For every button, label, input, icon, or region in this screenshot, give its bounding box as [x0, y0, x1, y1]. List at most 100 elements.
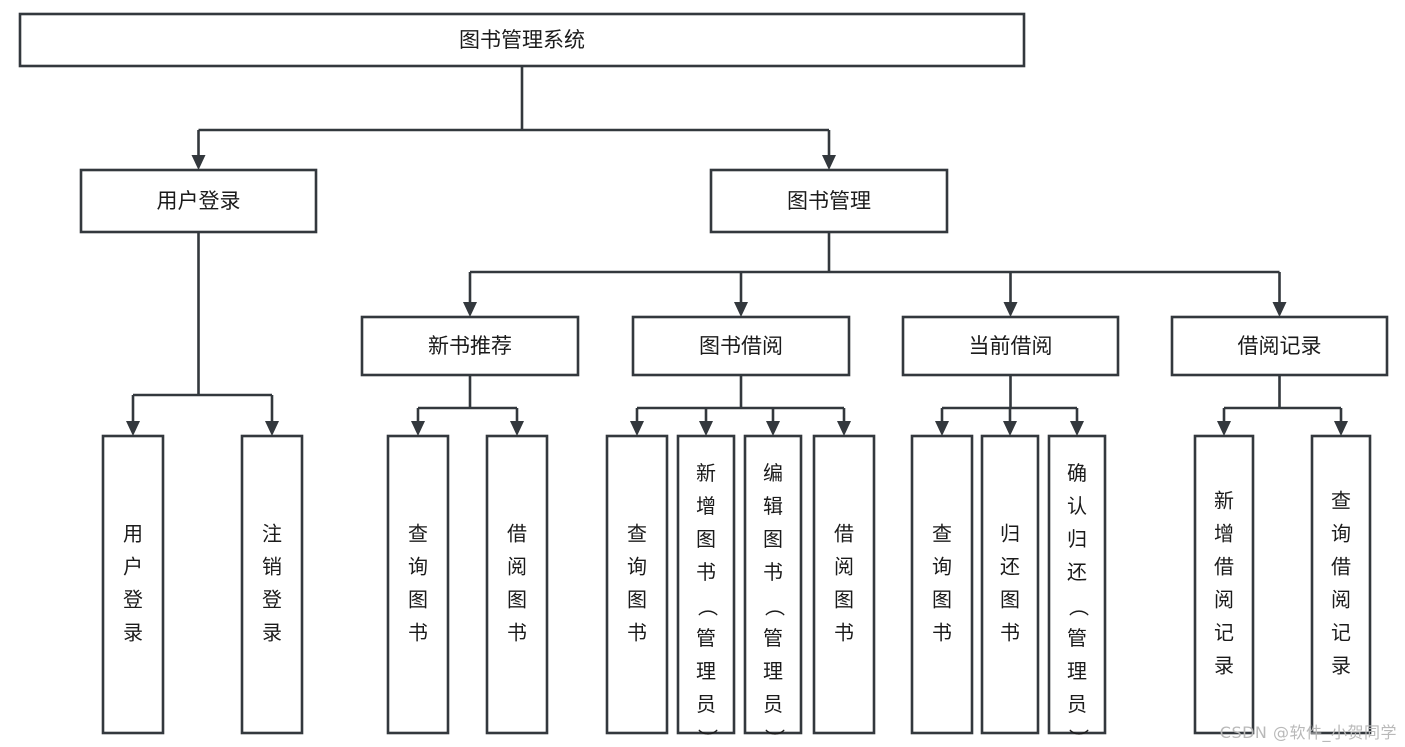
svg-text:借: 借 — [507, 522, 527, 546]
arrow-head — [411, 421, 425, 436]
node-box — [18, 12, 1026, 68]
node-label: 当前借阅 — [969, 334, 1053, 358]
svg-text:借: 借 — [1214, 555, 1234, 579]
node-leaf-user-login[interactable]: 用户登录 — [101, 434, 165, 735]
node-user-login[interactable]: 用户登录 — [79, 168, 318, 234]
svg-text:还: 还 — [1067, 560, 1087, 584]
node-box — [1310, 434, 1372, 735]
svg-text:图: 图 — [408, 588, 428, 612]
svg-text:图: 图 — [696, 527, 716, 551]
svg-text:图: 图 — [932, 588, 952, 612]
node-box — [901, 315, 1120, 377]
arrow-head — [1070, 421, 1084, 436]
arrow-head — [630, 421, 644, 436]
svg-text:询: 询 — [1331, 522, 1351, 546]
svg-text:还: 还 — [1000, 555, 1020, 579]
arrow-head — [126, 421, 140, 436]
node-label: 图书借阅 — [699, 334, 783, 358]
svg-text:录: 录 — [1214, 654, 1234, 678]
svg-text:书: 书 — [507, 621, 527, 645]
arrow-head — [1334, 421, 1348, 436]
svg-text:管: 管 — [696, 626, 716, 650]
svg-text:书: 书 — [763, 560, 783, 584]
node-label: 新书推荐 — [428, 334, 512, 358]
svg-text:（: （ — [1067, 597, 1091, 617]
svg-text:理: 理 — [1067, 659, 1087, 683]
svg-text:图: 图 — [834, 588, 854, 612]
svg-text:）: ） — [1067, 729, 1091, 747]
svg-text:图: 图 — [507, 588, 527, 612]
node-box — [676, 434, 736, 735]
arrow-head — [822, 155, 836, 170]
node-box — [605, 434, 669, 735]
svg-text:登: 登 — [123, 588, 143, 612]
node-book-borrow[interactable]: 图书借阅 — [631, 315, 851, 377]
svg-text:归: 归 — [1000, 522, 1020, 546]
svg-text:新: 新 — [696, 461, 716, 485]
node-box — [631, 315, 851, 377]
connector-group-root — [191, 66, 836, 170]
node-current-borrow[interactable]: 当前借阅 — [901, 315, 1120, 377]
svg-text:（: （ — [763, 597, 787, 617]
svg-text:员: 员 — [1067, 692, 1087, 716]
node-box — [1193, 434, 1255, 735]
csdn-watermark: CSDN @软件_小贺同学 — [1219, 723, 1397, 742]
svg-text:编: 编 — [763, 461, 783, 485]
arrow-head — [766, 421, 780, 436]
svg-text:管: 管 — [1067, 626, 1087, 650]
svg-text:员: 员 — [696, 692, 716, 716]
svg-text:员: 员 — [763, 692, 783, 716]
svg-text:销: 销 — [262, 555, 282, 579]
node-box — [1047, 434, 1107, 735]
arrow-head — [837, 421, 851, 436]
node-new-book-rec[interactable]: 新书推荐 — [360, 315, 580, 377]
node-box — [980, 434, 1040, 735]
node-box — [709, 168, 949, 234]
svg-text:查: 查 — [932, 522, 952, 546]
connector-group-user-login — [126, 232, 279, 436]
svg-text:户: 户 — [123, 555, 143, 579]
arrow-head — [1272, 302, 1287, 317]
node-box — [812, 434, 876, 735]
node-label: 图书管理 — [787, 189, 871, 213]
connector-group-book-borrow — [630, 375, 851, 436]
svg-text:查: 查 — [1331, 489, 1351, 513]
node-borrow-record[interactable]: 借阅记录 — [1170, 315, 1389, 377]
svg-text:书: 书 — [834, 621, 854, 645]
arrow-head — [1003, 421, 1017, 436]
svg-text:图: 图 — [627, 588, 647, 612]
arrow-head — [510, 421, 524, 436]
node-root[interactable]: 图书管理系统 — [18, 12, 1026, 68]
arrow-head — [699, 421, 713, 436]
svg-text:书: 书 — [1000, 621, 1020, 645]
svg-text:（: （ — [696, 597, 720, 617]
svg-text:图: 图 — [1000, 588, 1020, 612]
node-book-manage[interactable]: 图书管理 — [709, 168, 949, 234]
node-box — [101, 434, 165, 735]
arrow-head — [191, 155, 206, 170]
connector-group-new-book-rec — [411, 375, 524, 436]
svg-text:询: 询 — [627, 555, 647, 579]
svg-text:辑: 辑 — [763, 494, 783, 518]
svg-text:询: 询 — [932, 555, 952, 579]
svg-text:注: 注 — [262, 522, 282, 546]
